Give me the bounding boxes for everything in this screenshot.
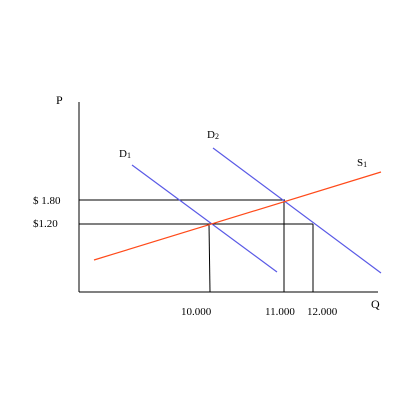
y-axis-label: P — [56, 93, 63, 107]
supply-curve-1-label: S1 — [357, 157, 367, 169]
quantity-guide-10000 — [208, 223, 211, 293]
price-label-low: $1.20 — [33, 218, 58, 230]
supply-curve-1 — [93, 171, 382, 261]
demand-curve-2-label: D2 — [207, 129, 219, 141]
demand-curve-1-label: D1 — [119, 148, 131, 160]
quantity-label-12000: 12.000 — [307, 306, 338, 318]
quantity-label-10000: 10.000 — [181, 306, 212, 318]
x-axis-label: Q — [371, 297, 380, 311]
quantity-label-11000: 11.000 — [265, 306, 295, 318]
demand-curve-2 — [212, 147, 382, 274]
price-label-high: $ 1.80 — [33, 195, 61, 207]
demand-curve-1 — [131, 164, 278, 273]
